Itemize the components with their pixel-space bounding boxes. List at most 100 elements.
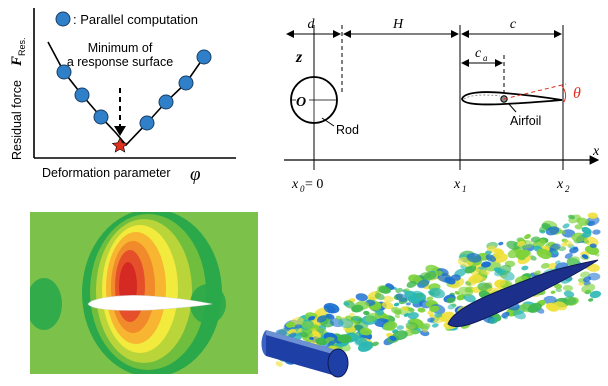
vortex-structure [553, 301, 568, 311]
vortex-structure [407, 312, 419, 320]
vortex-rod [261, 330, 349, 378]
legend-point [55, 11, 71, 27]
response-surface-panel: : Parallel computation Minimum of a resp… [0, 0, 300, 190]
label-ca-sub: a [483, 53, 488, 63]
contour-left-lobe [26, 278, 62, 330]
tick-x1: x [453, 177, 461, 192]
computation-point [93, 109, 109, 125]
vortex-structure [392, 330, 408, 341]
contour-airfoil [87, 295, 213, 311]
vortex-structure [584, 245, 600, 255]
origin-label-bg [296, 92, 309, 108]
vortex-structure [381, 301, 394, 310]
vortex-structure [512, 310, 526, 320]
vortex-structure [337, 334, 352, 344]
computation-point [196, 49, 212, 65]
pressure-contour-image [26, 209, 265, 377]
vortex-structure [579, 271, 590, 278]
vortex-structure [444, 276, 456, 285]
geometry-panel: d H c c a z O Rod θ Airfoil x [270, 0, 608, 200]
label-o: O [296, 95, 306, 110]
vortex-structure [375, 289, 381, 294]
vortex-structure [540, 262, 550, 269]
vortex-structure [501, 311, 510, 318]
vortex-structure [405, 321, 419, 331]
vortex-structure [586, 263, 600, 272]
vortex-structure [434, 312, 443, 318]
vortex-structure [315, 337, 327, 346]
vortex-structure [563, 290, 575, 298]
vortex-structure [581, 283, 596, 293]
rod-body [266, 330, 336, 376]
tick-x0: x [291, 177, 299, 192]
vortex-structure [396, 325, 404, 330]
computation-point [158, 94, 174, 110]
rod-highlight [266, 330, 336, 355]
vortex-structure [311, 330, 320, 337]
rotation-line [503, 83, 567, 100]
vortex-structure [426, 296, 434, 302]
vortex-structure [338, 318, 354, 329]
vortex-structure [316, 315, 327, 323]
vortex-structure [547, 262, 557, 270]
rod-end-cap [327, 348, 349, 378]
vortex-structure [466, 253, 482, 263]
vortex-structure [555, 287, 562, 293]
vortex-structure [506, 240, 520, 250]
vortex-structure [533, 270, 541, 276]
computation-point [74, 87, 90, 103]
vortex-structure [568, 214, 575, 220]
vortex-structure [429, 305, 440, 313]
vortex-structure [294, 324, 302, 329]
contour-bands [82, 209, 222, 377]
vortex-structure [581, 231, 592, 238]
airfoil-deformed-outline [463, 94, 501, 100]
vortex-structure [351, 304, 364, 313]
vortex-structure [488, 317, 499, 324]
vortex-structure [566, 256, 580, 266]
vortex-panel [258, 212, 608, 381]
vortex-structure [374, 293, 385, 301]
vortex-structure [285, 321, 296, 328]
vortex-structure [447, 303, 456, 310]
label-theta: θ [573, 85, 581, 102]
vortex-structure [275, 361, 283, 367]
annotation-line1: Minimum of [88, 41, 153, 55]
vortex-structure [486, 245, 496, 252]
vortex-airfoil [447, 259, 599, 328]
y-axis-subscript: Res. [17, 37, 27, 56]
vortex-structure [524, 234, 531, 240]
vortex-structure [328, 340, 335, 346]
vortex-structure [564, 253, 573, 259]
tick-x2: x [556, 177, 564, 192]
vortex-structure [550, 243, 561, 251]
airfoil [461, 91, 563, 106]
label-z: z [295, 49, 303, 66]
vortex-structure [560, 242, 568, 247]
vortex-structure [429, 287, 445, 299]
label-H: H [392, 17, 404, 32]
vortex-structure [465, 281, 472, 286]
tick-x1-sub: 1 [462, 184, 467, 194]
vortex-structure [363, 310, 370, 316]
vortex-structure [308, 315, 316, 322]
tick-x0-eq: = 0 [305, 177, 323, 192]
vortex-structure [480, 269, 490, 276]
vortex-structure [456, 294, 466, 301]
vortex-structure [391, 306, 402, 315]
vortex-structure [550, 290, 556, 294]
vortex-structure [515, 249, 530, 259]
vortex-structure [498, 241, 504, 246]
vortex-structure [553, 283, 563, 289]
vortex-structure [355, 293, 368, 302]
computation-point [178, 75, 194, 91]
vortex-structure [529, 255, 537, 261]
vortex-structure [558, 246, 567, 252]
vortex-structure [516, 240, 526, 247]
theta-arc [561, 85, 567, 103]
vortex-structure [536, 248, 552, 260]
vortex-structure [389, 335, 397, 342]
vortex-structure [521, 265, 529, 271]
label-airfoil: Airfoil [510, 114, 541, 128]
vortex-structure [495, 279, 506, 287]
